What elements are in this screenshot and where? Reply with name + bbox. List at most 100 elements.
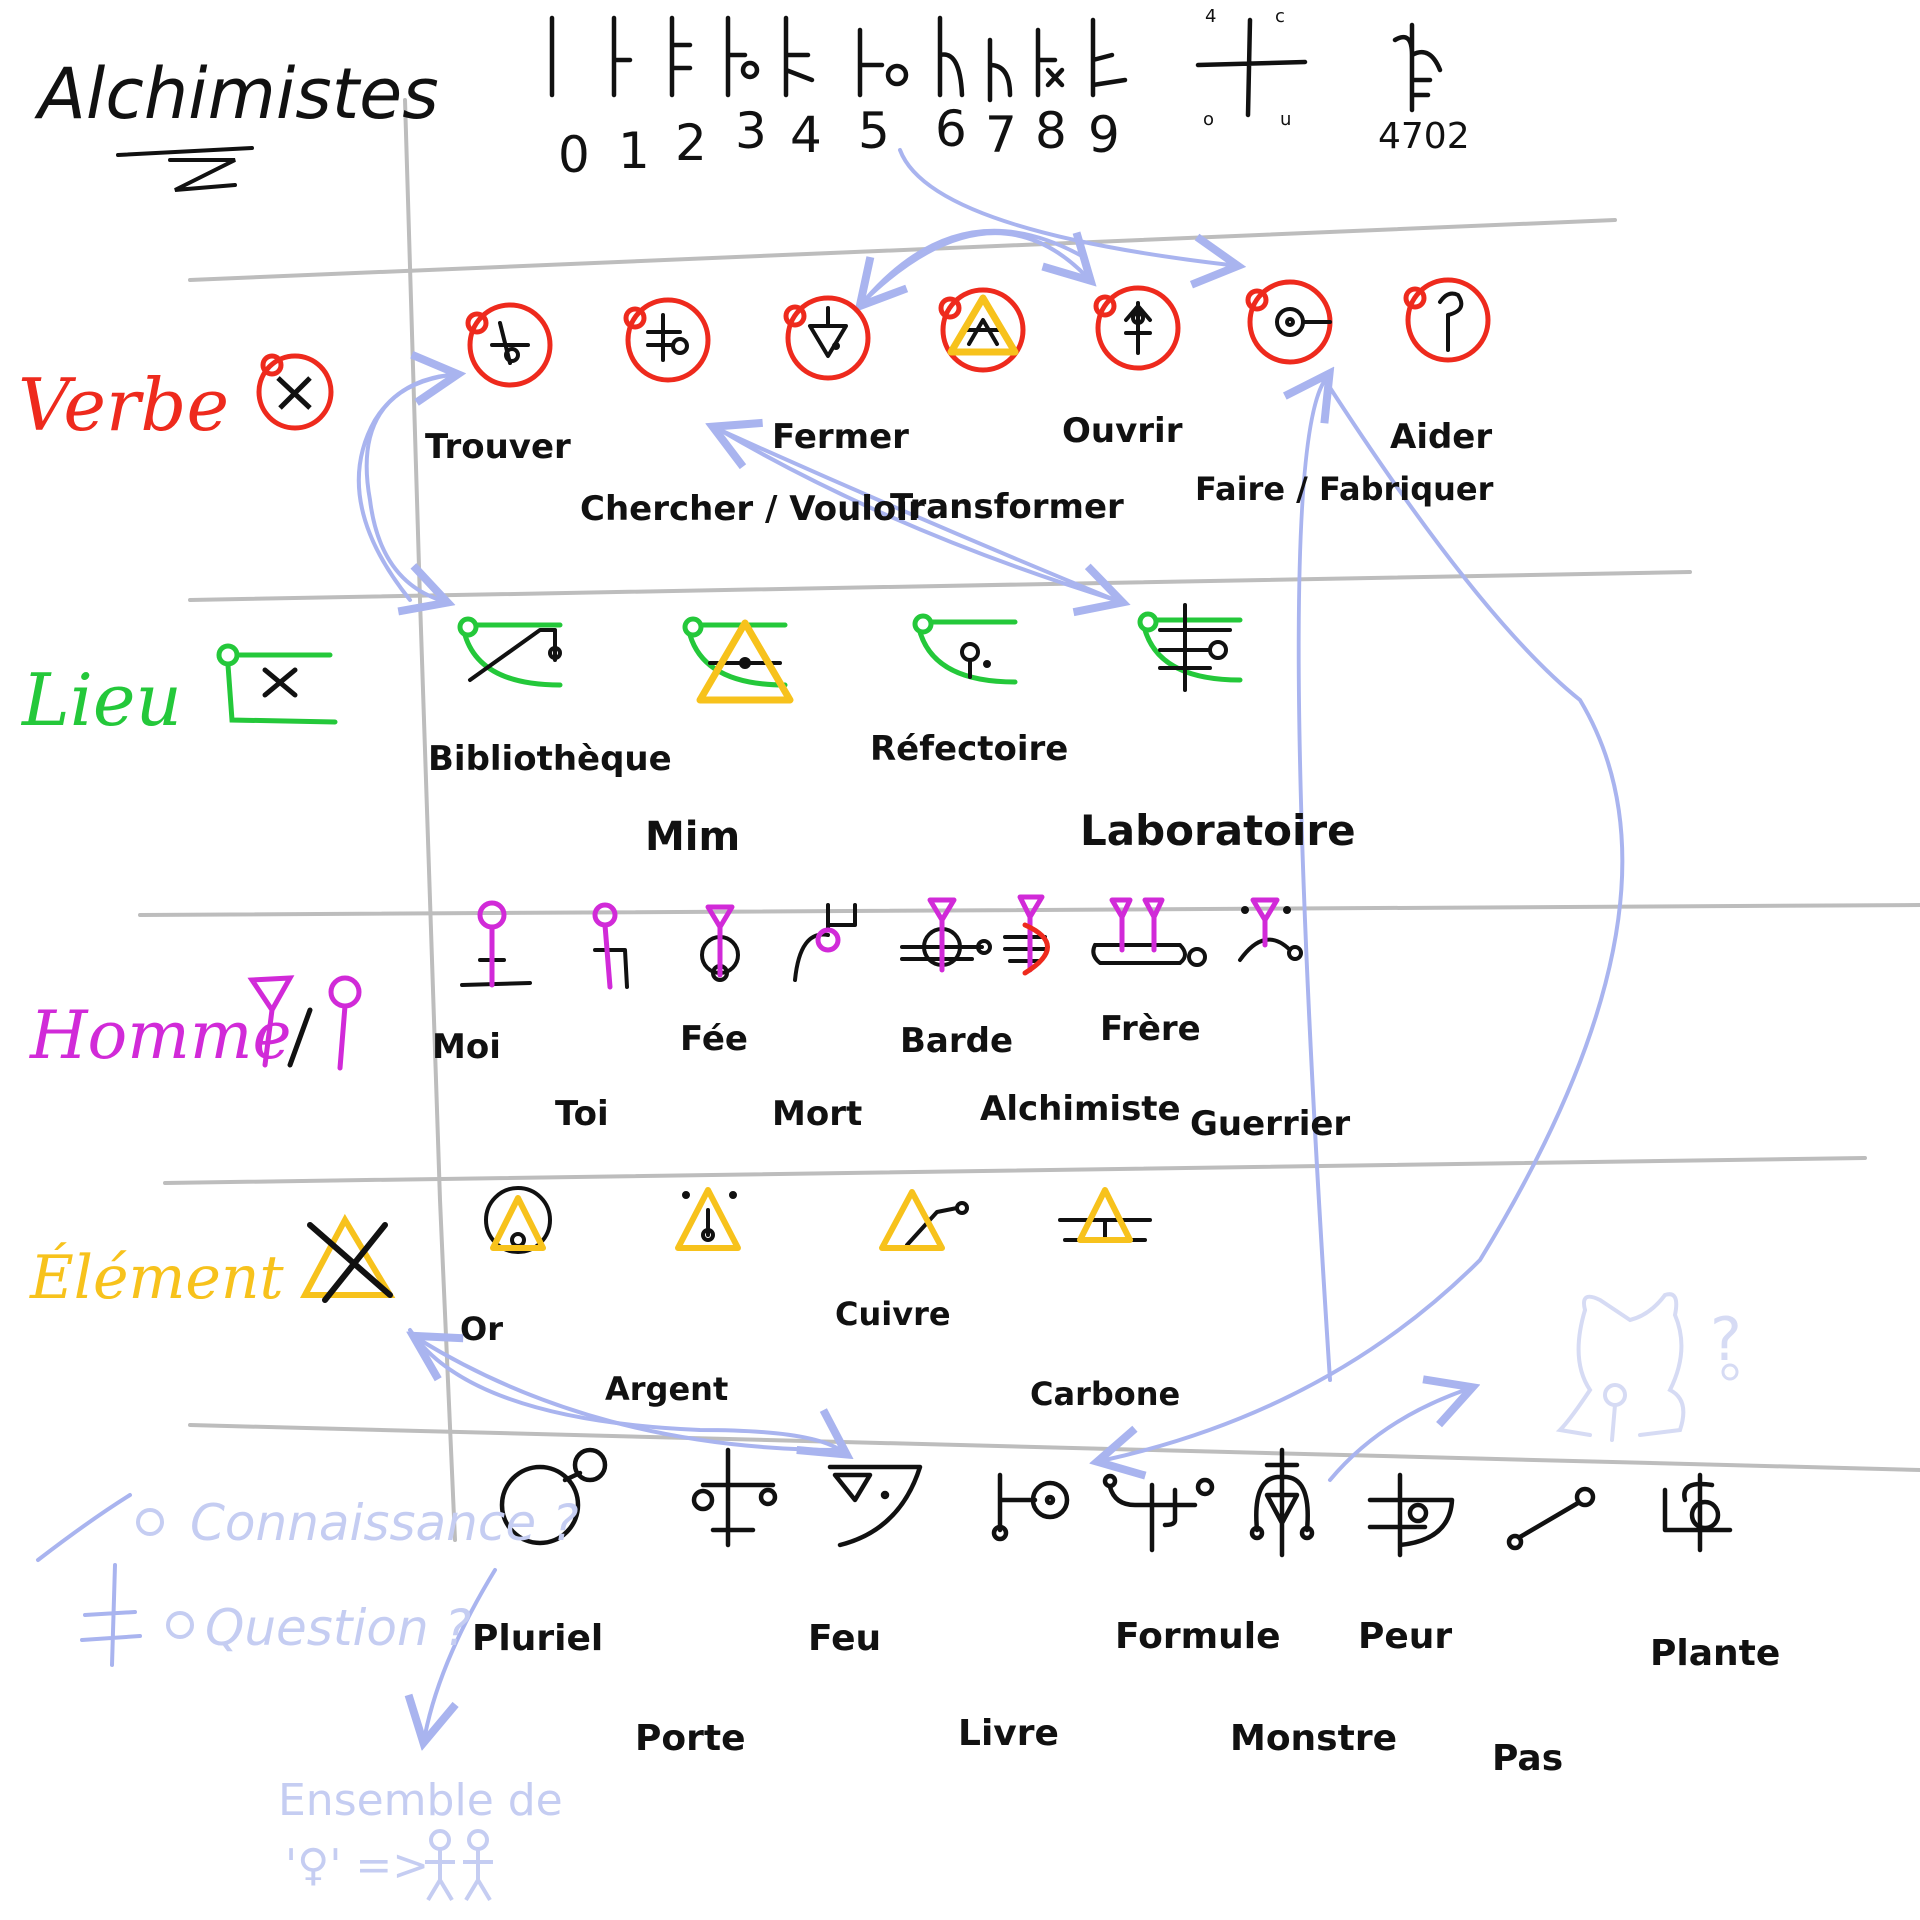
word-barde: Barde: [900, 1021, 1013, 1061]
word-plante: Plante: [1650, 1633, 1780, 1674]
word-livre: Livre: [958, 1713, 1059, 1754]
word-pas: Pas: [1492, 1738, 1563, 1779]
word-bibliotheque: Bibliothèque: [428, 739, 672, 779]
homme-glyph-5-mark: [900, 927, 992, 967]
verbe-glyph-7-mark: [1438, 291, 1464, 352]
word-moi: Moi: [432, 1027, 501, 1067]
element-glyph-1: [484, 1186, 552, 1254]
word-pluriel: Pluriel: [472, 1618, 603, 1659]
digit-4: 4: [790, 106, 822, 164]
note-connaissance: Connaissance ?: [190, 1494, 579, 1552]
margin-dot: [1721, 1363, 1739, 1381]
other-words: PlurielPorteFeuLivreFormuleMonstrePeurPa…: [472, 1616, 1780, 1779]
digit-0: 0: [558, 126, 590, 184]
word-guerrier: Guerrier: [1190, 1104, 1350, 1144]
lieu-category-label: Lieu: [20, 658, 182, 742]
homme-glyphs: [460, 894, 1303, 990]
verbe-glyph-7: [1403, 277, 1491, 363]
element-glyph-3: [879, 1189, 969, 1251]
word-fermer: Fermer: [772, 417, 909, 457]
page-title: Alchimistes: [34, 53, 439, 135]
homme-glyph-1-mark: [460, 958, 532, 987]
homme-glyph-8: [1238, 897, 1303, 962]
verbe-glyph-2-mark: [646, 313, 689, 362]
note-ensemble-line2: '♀' =>: [285, 1840, 429, 1891]
verbe-category-glyph: [256, 353, 334, 431]
other-glyph-2: [691, 1447, 778, 1548]
homme-glyph-3: [700, 904, 740, 982]
homme-glyph-1: [460, 900, 532, 988]
verbe-glyph-1-mark: [490, 321, 530, 365]
homme-glyph-6: [1003, 894, 1050, 976]
homme-words: MoiToiFéeMortBardeAlchimisteFrèreGuerrie…: [432, 1009, 1350, 1144]
lieu-glyph-3-mark: [960, 642, 991, 679]
other-glyph-8: [1506, 1486, 1596, 1551]
digit-2: 2: [675, 114, 707, 172]
verbe-glyph-6-mark: [1275, 307, 1332, 337]
word-refectoire: Réfectoire: [870, 729, 1068, 769]
lieu-category-glyph: [216, 643, 338, 725]
verbe-glyph-4: [938, 287, 1026, 373]
verbe-glyph-5: [1093, 285, 1181, 371]
relation-arrows: [36, 148, 1625, 1735]
lieu-glyph-4: [1137, 603, 1243, 692]
homme-glyph-2: [592, 902, 629, 990]
homme-glyph-7-mark: [1091, 943, 1207, 967]
verbe-glyph-4-mark: [963, 318, 1003, 346]
word-fee: Fée: [680, 1019, 748, 1059]
other-glyphs: [499, 1447, 1733, 1558]
homme-glyph-4-mark: [793, 903, 857, 982]
word-monstre: Monstre: [1230, 1718, 1397, 1759]
element-glyph-2-mark: [682, 1191, 737, 1242]
homme-glyph-5: [900, 897, 992, 973]
word-feu: Feu: [808, 1618, 881, 1659]
margin-question-mark: ?: [1710, 1305, 1742, 1375]
verbe-glyphs: [465, 277, 1491, 388]
number-glyphs: [549, 15, 1128, 103]
word-or: Or: [460, 1310, 503, 1348]
lieu-glyph-1: [457, 616, 563, 688]
stick-figures-icon: [425, 1829, 493, 1902]
verbe-glyph-3: [783, 295, 871, 381]
lieu-glyph-4-mark: [1158, 603, 1232, 692]
word-aider: Aider: [1390, 417, 1492, 457]
grid-lines: [138, 98, 1920, 1542]
faint-notes: Connaissance ? Question ? Ensemble de '♀…: [136, 1292, 1742, 1902]
homme-glyph-6-mark: [1003, 935, 1047, 963]
homme-glyph-4: [793, 903, 857, 982]
other-glyph-7: [1367, 1472, 1455, 1558]
digit-1: 1: [618, 122, 650, 180]
note-glyph-circle: [136, 1508, 164, 1536]
other-glyph-9: [1662, 1472, 1733, 1553]
creature-sketch-icon: [1555, 1292, 1686, 1442]
element-glyph-3-mark: [905, 1201, 969, 1247]
homme-category-label: Homme: [29, 997, 292, 1074]
word-mort: Mort: [772, 1094, 862, 1134]
other-glyph-1: [499, 1447, 608, 1546]
other-row: PlurielPorteFeuLivreFormuleMonstrePeurPa…: [472, 1447, 1780, 1779]
corner-mark-tl: 4: [1205, 6, 1216, 27]
verbe-glyph-6: [1245, 279, 1333, 365]
word-argent: Argent: [605, 1370, 728, 1408]
homme-category-glyph: [247, 975, 362, 1071]
word-faire-fabriquer: Faire / Fabriquer: [1195, 470, 1494, 508]
position-glyph: 4 c o u: [1195, 6, 1308, 130]
corner-mark-br: u: [1280, 109, 1291, 130]
verbe-glyph-3-mark: [808, 306, 848, 358]
lieu-row: Lieu BibliothèqueMimRéfectoireLaboratoir…: [20, 603, 1356, 860]
note-question: Question ?: [205, 1599, 471, 1657]
element-category-glyph: [300, 1213, 396, 1303]
homme-glyph-7: [1091, 897, 1207, 967]
verbe-glyph-5-mark: [1124, 301, 1152, 355]
element-category-label: Élément: [29, 1242, 285, 1313]
digit-7: 7: [985, 106, 1017, 164]
word-carbone: Carbone: [1030, 1375, 1180, 1413]
word-formule: Formule: [1115, 1616, 1281, 1657]
digit-8: 8: [1035, 102, 1067, 160]
corner-mark-tr: c: [1275, 6, 1285, 27]
